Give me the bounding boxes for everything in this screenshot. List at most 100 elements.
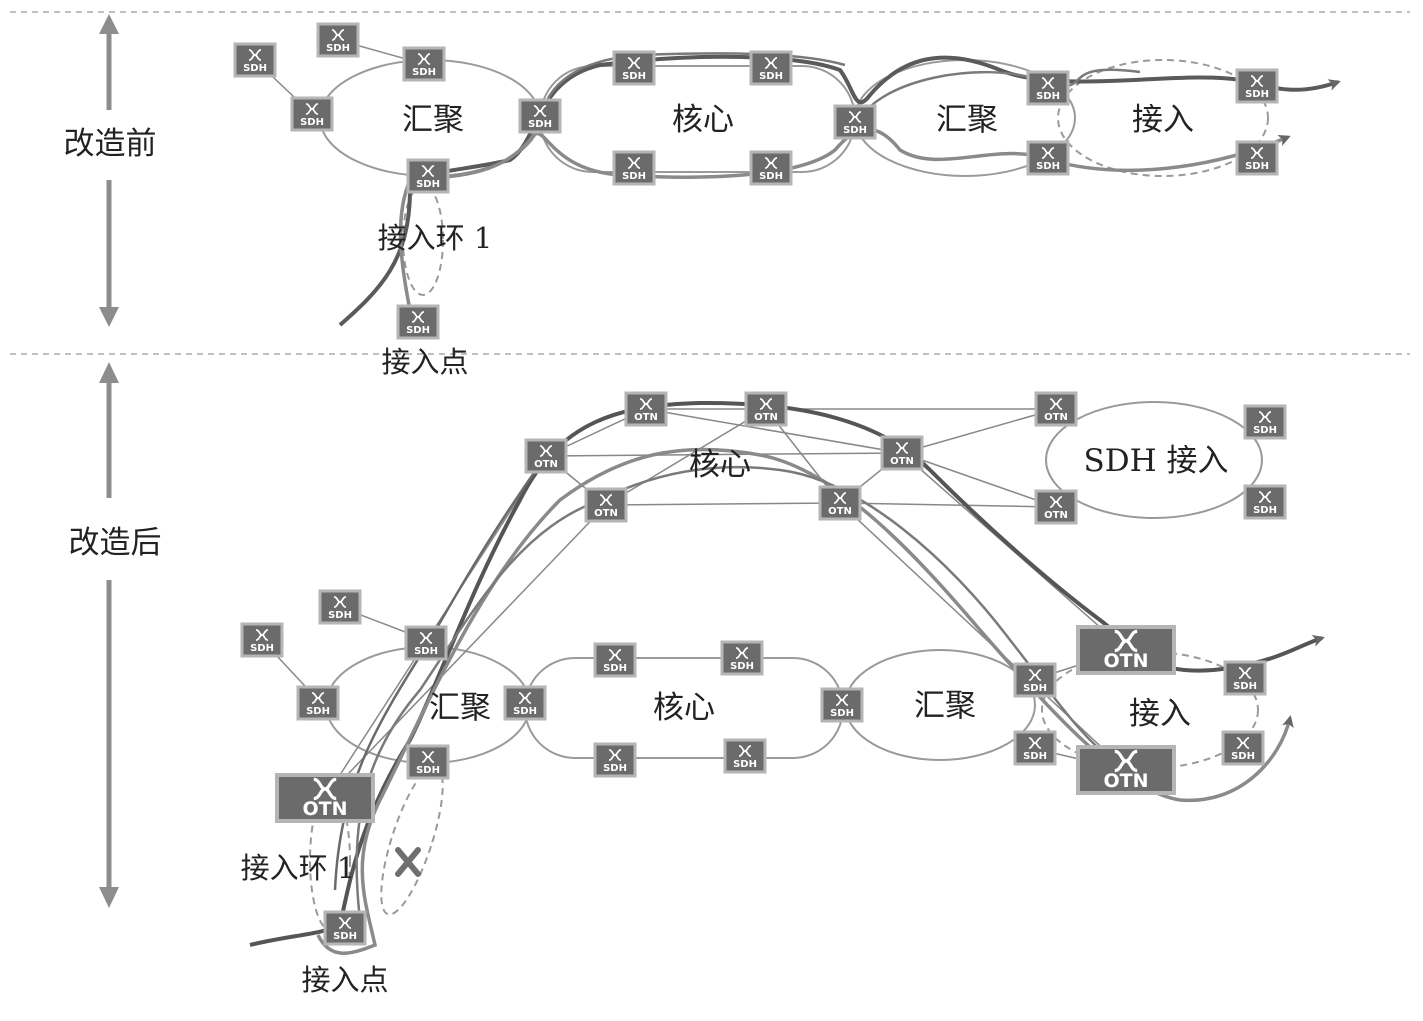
sdh-node: SDH (612, 150, 656, 186)
after-access-point-label: 接入点 (301, 963, 388, 997)
sdh-node-label: SDH (1023, 751, 1047, 762)
sdh-node: SDH (402, 46, 446, 82)
otn-node-label: OTN (594, 508, 618, 519)
otn-node-label: OTN (1103, 650, 1148, 672)
sdh-node-label: SDH (830, 708, 854, 719)
otn-large-node: OTN (1076, 745, 1176, 795)
after-core-label: 核心 (689, 447, 751, 483)
sdh-node: SDH (503, 685, 547, 721)
otn-node-label: OTN (1103, 770, 1148, 792)
before-agg-right-label: 汇聚 (936, 102, 998, 138)
sdh-node: SDH (406, 158, 450, 194)
sdh-node-label: SDH (1023, 683, 1047, 694)
sdh-node: SDH (593, 642, 637, 678)
before-span-arrow (99, 14, 119, 327)
otn-large-node: OTN (275, 773, 375, 823)
sdh-node: SDH (233, 42, 277, 78)
otn-node-label: OTN (754, 412, 778, 423)
before-agg-left-label: 汇聚 (402, 102, 464, 138)
sdh-node: SDH (1221, 730, 1265, 766)
otn-node: OTN (624, 391, 668, 427)
sdh-node-label: SDH (1036, 91, 1060, 102)
sdh-node-label: SDH (622, 71, 646, 82)
sdh-node-label: SDH (416, 179, 440, 190)
sdh-node: SDH (296, 685, 340, 721)
after-paths (249, 400, 1325, 955)
sdh-node: SDH (318, 589, 362, 625)
otn-node-label: OTN (1044, 412, 1068, 423)
before-core-label: 核心 (672, 102, 734, 138)
before-access-point-label: 接入点 (381, 345, 468, 379)
before-node-group: SDH SDH SDH SDH SDH SDH SDH SDH SDH SDH SDH SDH SDH S… (233, 22, 1279, 340)
otn-node: OTN (818, 485, 862, 521)
sdh-node-label: SDH (306, 706, 330, 717)
sdh-node-label: SDH (1253, 505, 1277, 516)
sdh-node: SDH (612, 50, 656, 86)
sdh-node: SDH (404, 625, 448, 661)
sdh-node: SDH (396, 304, 440, 340)
sdh-node: SDH (1013, 730, 1057, 766)
sdh-node: SDH (720, 640, 764, 676)
sdh-node-label: SDH (243, 63, 267, 74)
sdh-node: SDH (820, 687, 864, 723)
sdh-node-label: SDH (406, 325, 430, 336)
otn-large-node: OTN (1076, 625, 1176, 675)
sdh-node: SDH (518, 98, 562, 134)
otn-node-label: OTN (634, 412, 658, 423)
sdh-node-label: SDH (733, 759, 757, 770)
otn-node: OTN (524, 438, 568, 474)
sdh-node: SDH (1235, 140, 1279, 176)
otn-node: OTN (1034, 489, 1078, 525)
sdh-node: SDH (833, 104, 877, 140)
sdh-node-label: SDH (759, 71, 783, 82)
sdh-node-label: SDH (843, 125, 867, 136)
otn-node: OTN (744, 391, 788, 427)
sdh-node-label: SDH (759, 171, 783, 182)
sdh-node: SDH (723, 738, 767, 774)
before-paths (338, 52, 1341, 327)
after-label: 改造后 (69, 525, 162, 561)
sdh-node: SDH (240, 622, 284, 658)
sdh-node-label: SDH (1253, 425, 1277, 436)
sdh-node: SDH (1235, 68, 1279, 104)
before-access-ring-label: 接入环 1 (378, 221, 493, 255)
after-node-group: OTN OTN OTN OTN OTN OTN OTN OTN SDH SDH SDH SDH SDH S… (240, 391, 1287, 946)
after-access-ring-label: 接入环 1 (241, 851, 356, 885)
sdh-node-label: SDH (326, 43, 350, 54)
after-sdh-access-label: SDH 接入 (1084, 443, 1229, 479)
sdh-node: SDH (749, 150, 793, 186)
sdh-node: SDH (1026, 70, 1070, 106)
sdh-node-label: SDH (1233, 681, 1257, 692)
sdh-node-label: SDH (300, 117, 324, 128)
before-rings (319, 59, 1269, 296)
sdh-node-label: SDH (1245, 161, 1269, 172)
sdh-node: SDH (1013, 662, 1057, 698)
sdh-node-label: SDH (603, 663, 627, 674)
before-access-label: 接入 (1132, 102, 1194, 138)
after-mesh-links (261, 408, 1127, 799)
otn-node-label: OTN (828, 506, 852, 517)
sdh-node-label: SDH (1036, 161, 1060, 172)
sdh-node-label: SDH (250, 643, 274, 654)
sdh-node: SDH (323, 910, 367, 946)
after-agg-left-label: 汇聚 (429, 690, 491, 726)
sdh-node-label: SDH (1231, 751, 1255, 762)
sdh-node: SDH (1243, 404, 1287, 440)
before-label: 改造前 (64, 126, 157, 162)
after-agg-right-label: 汇聚 (914, 688, 976, 724)
failure-x-icon (395, 847, 421, 877)
sdh-node-label: SDH (528, 119, 552, 130)
sdh-node-label: SDH (603, 763, 627, 774)
otn-node-label: OTN (890, 456, 914, 467)
sdh-node: SDH (1243, 484, 1287, 520)
after-access-label: 接入 (1129, 696, 1191, 732)
sdh-node-label: SDH (416, 765, 440, 776)
sdh-node-label: SDH (412, 67, 436, 78)
otn-node: OTN (584, 487, 628, 523)
sdh-node: SDH (316, 22, 360, 58)
otn-node: OTN (880, 435, 924, 471)
otn-node: OTN (1034, 391, 1078, 427)
sdh-node: SDH (749, 50, 793, 86)
sdh-node: SDH (406, 744, 450, 780)
